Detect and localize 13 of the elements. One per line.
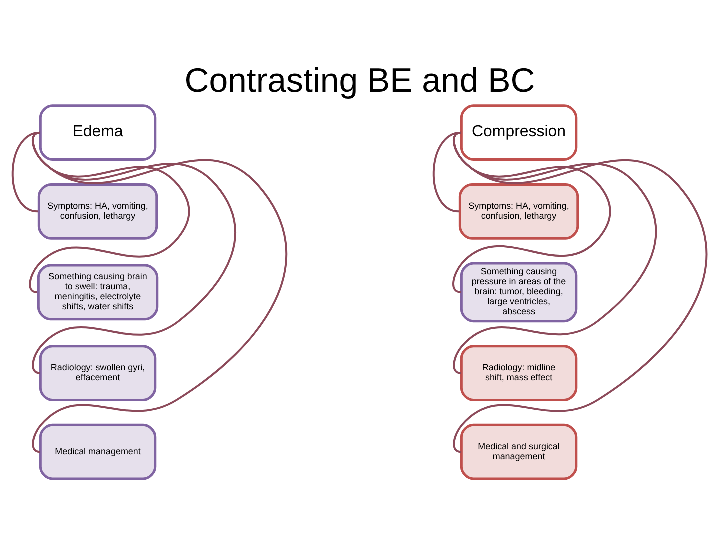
node-box: Something causing pressure in areas of the brain: tumor, bleeding, large ventricles, abscess	[460, 262, 578, 323]
node-box: Compression	[460, 104, 578, 161]
node-box: Something causing brain to swell: trauma, meningitis, electrolyte shifts, water shifts	[37, 264, 159, 321]
node-box: Symptoms: HA, vomiting, confusion, lethargy	[38, 183, 158, 240]
connector	[432, 132, 462, 213]
node-box: Radiology: swollen gyri, effacement	[39, 345, 157, 402]
connector	[12, 132, 40, 213]
node-box: Medical and surgical management	[460, 424, 578, 480]
diagram-title: Contrasting BE and BC	[184, 62, 536, 100]
node-box: Radiology: midline shift, mass effect	[460, 345, 578, 402]
node-box: Medical management	[39, 424, 157, 480]
node-box: Edema	[39, 104, 157, 161]
node-box: Symptoms: HA, vomiting, confusion, lethargy	[458, 183, 580, 240]
